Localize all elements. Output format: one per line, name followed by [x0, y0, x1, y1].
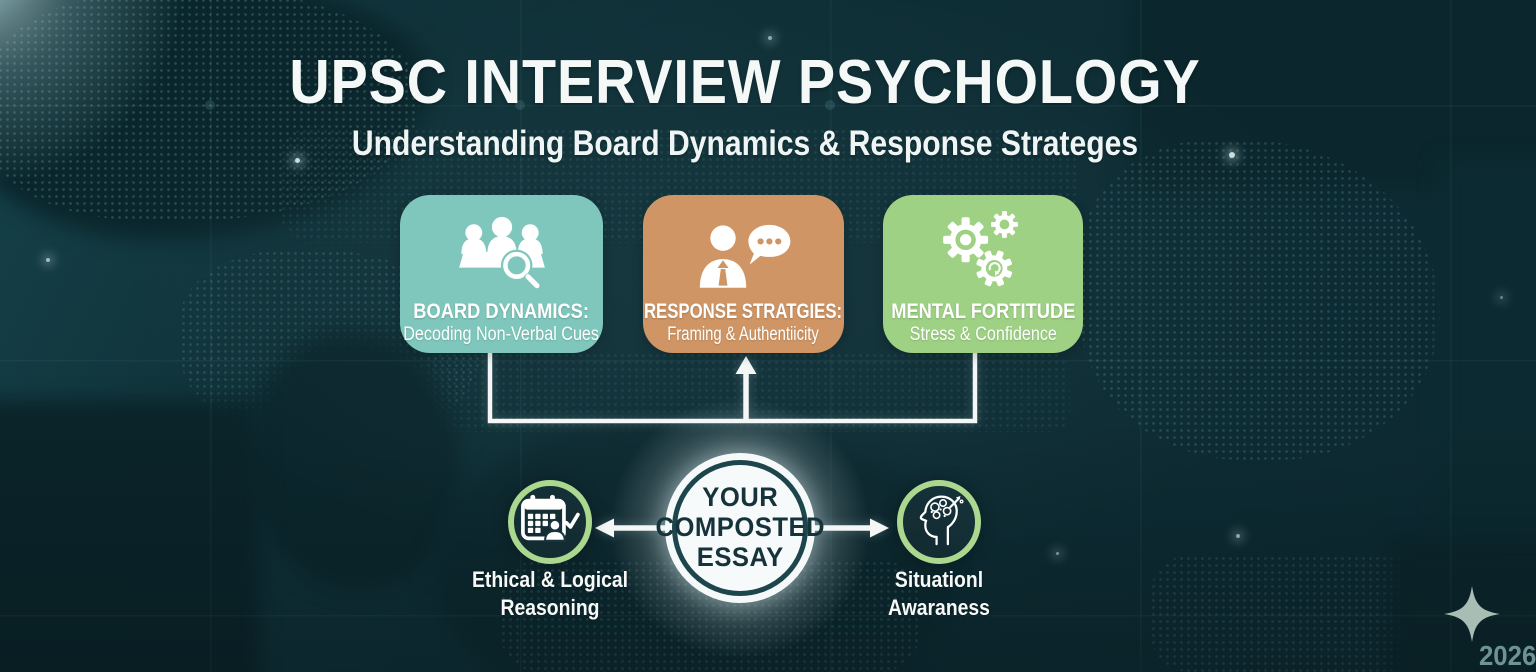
card-title: BOARD DYNAMICS: [413, 299, 590, 323]
central-line-2: COMPOSTED [655, 512, 825, 543]
halftone-region [1080, 140, 1440, 460]
landmass-blob [1440, 160, 1536, 540]
card-text: MENTAL FORTITUDE Stress & Confidence [891, 299, 1075, 345]
label-line-1: Ethical & Logical [471, 567, 628, 592]
card-response-strategies: RESPONSE STRATGIES: Framing & Authentiic… [643, 195, 844, 353]
landmass-blob [0, 400, 260, 672]
year-mark: 2026 [1438, 584, 1536, 672]
page-subtitle: Understanding Board Dynamics & Response … [351, 124, 1139, 163]
landmass-blob [250, 330, 460, 590]
central-node: YOUR COMPOSTED ESSAY [655, 453, 824, 603]
glow-dot [1500, 296, 1503, 299]
glow-dot [46, 258, 50, 262]
central-line-1: YOUR [702, 482, 779, 513]
card-board-dynamics: BOARD DYNAMICS: Decoding Non-Verbal Cues [400, 195, 603, 353]
card-subtitle: Stress & Confidence [909, 323, 1057, 345]
label-line-2: Awaraness [888, 594, 990, 620]
person-speech-bubble-icon [691, 203, 797, 297]
label-line-1: Situationl [894, 567, 984, 592]
glow-dot [295, 158, 300, 163]
central-node-label: YOUR COMPOSTED ESSAY [655, 483, 825, 572]
card-title: MENTAL FORTITUDE [890, 299, 1076, 323]
glow-dot [1236, 534, 1240, 538]
satellite-label-situational: Situationl Awaraness [842, 566, 1036, 621]
gears-icon [930, 203, 1036, 297]
central-node-disc: YOUR COMPOSTED ESSAY [655, 465, 824, 591]
bus-line [487, 353, 978, 424]
calendar-person-check-icon [518, 493, 582, 551]
glow-dot [1229, 152, 1235, 158]
right-arrow-head [870, 518, 889, 538]
grid-node [515, 100, 525, 110]
central-line-3: ESSAY [696, 541, 784, 572]
year-label: 2026 [1478, 640, 1536, 671]
interview-panel-magnifier-icon [446, 203, 558, 297]
head-brain-icon [910, 491, 968, 554]
up-arrow-head [735, 356, 757, 374]
left-arrow-head [595, 518, 614, 538]
label-line-2: Reasoning [500, 594, 600, 620]
glow-dot [1056, 552, 1059, 555]
landmass-blob [1390, 540, 1536, 672]
card-subtitle: Decoding Non-Verbal Cues [403, 323, 600, 345]
satellite-label-ethical: Ethical & Logical Reasoning [453, 566, 647, 621]
header: UPSC INTERVIEW PSYCHOLOGY Understanding … [0, 52, 1490, 164]
landmass-blob [1130, 0, 1536, 190]
card-text: RESPONSE STRATGIES: Framing & Authentiic… [644, 299, 842, 345]
card-mental-fortitude: MENTAL FORTITUDE Stress & Confidence [883, 195, 1083, 353]
page-title: UPSC INTERVIEW PSYCHOLOGY [289, 48, 1201, 117]
corner-glow [0, 0, 260, 260]
grid-node [825, 100, 835, 110]
satellite-situational-awareness [897, 480, 981, 564]
card-text: BOARD DYNAMICS: Decoding Non-Verbal Cues [404, 299, 600, 345]
satellite-ethical-reasoning [508, 480, 592, 564]
glow-dot [768, 36, 772, 40]
sparkle-icon [1442, 584, 1502, 649]
card-subtitle: Framing & Authentiicity [667, 323, 820, 345]
card-title: RESPONSE STRATGIES: [644, 299, 843, 323]
